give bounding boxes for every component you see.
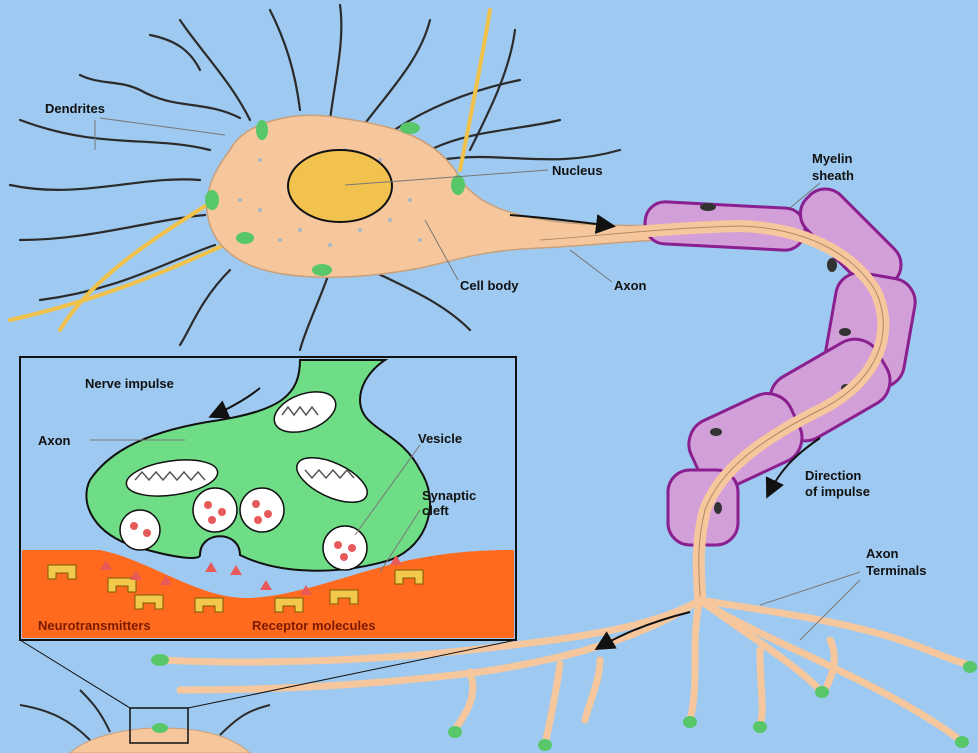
label-axon: Axon — [614, 278, 647, 293]
label-cell-body: Cell body — [460, 278, 519, 293]
label-neurotransmitters: Neurotransmitters — [38, 618, 151, 633]
label-direction-1: Direction — [805, 468, 861, 483]
label-dendrites: Dendrites — [45, 101, 105, 116]
label-receptor-molecules: Receptor molecules — [252, 618, 376, 633]
label-myelin-2: sheath — [812, 168, 854, 183]
label-synaptic-2: cleft — [422, 503, 449, 518]
label-myelin-1: Myelin — [812, 151, 853, 166]
label-inset-axon: Axon — [38, 433, 71, 448]
label-axon-terminals-1: Axon — [866, 546, 899, 561]
label-synaptic-1: Synaptic — [422, 488, 476, 503]
label-nucleus: Nucleus — [552, 163, 603, 178]
nucleus — [288, 150, 392, 222]
label-direction-2: of impulse — [805, 484, 870, 499]
label-axon-terminals-2: Terminals — [866, 563, 926, 578]
label-vesicle: Vesicle — [418, 431, 462, 446]
label-nerve-impulse: Nerve impulse — [85, 376, 174, 391]
